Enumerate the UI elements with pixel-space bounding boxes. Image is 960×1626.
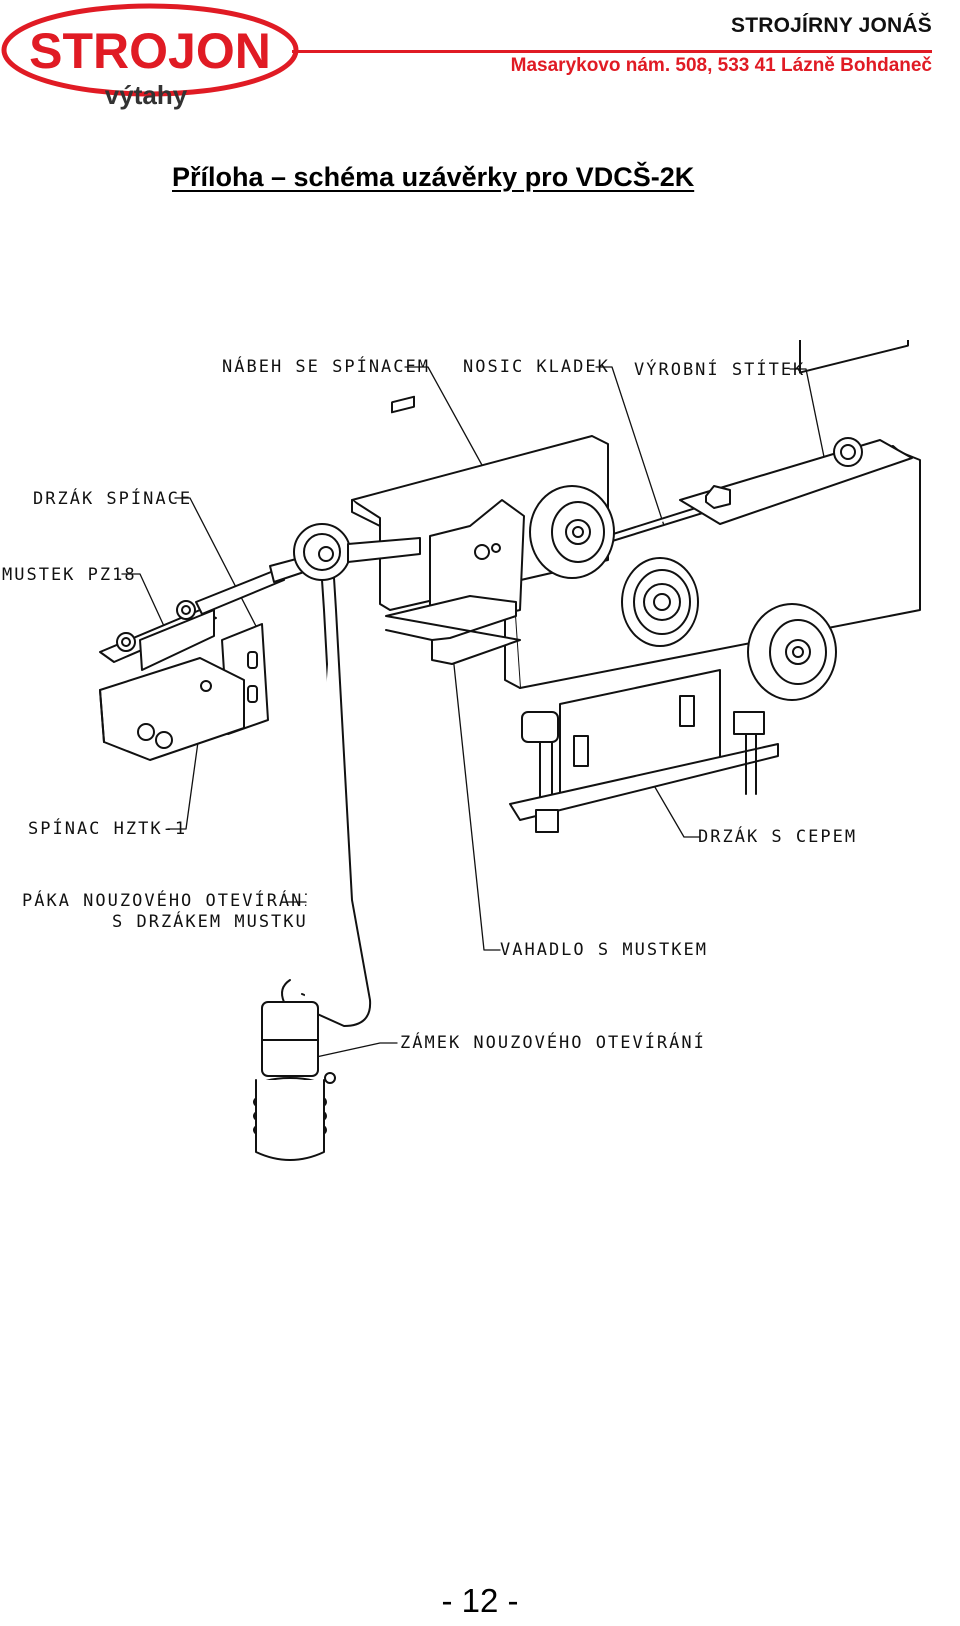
company-address: Masarykovo nám. 508, 533 41 Lázně Bohdan… bbox=[510, 55, 932, 76]
micro-switch-hztk bbox=[99, 657, 245, 761]
logo-subtext: výtahy bbox=[105, 80, 188, 110]
label-spinac-hztk: SPÍNAC HZTK-1 bbox=[28, 817, 187, 839]
emergency-lock bbox=[253, 979, 336, 1161]
company-name: STROJÍRNY JONÁŠ bbox=[731, 14, 932, 37]
label-paka-line-1: PÁKA NOUZOVÉHO OTEVÍRÁNÍ bbox=[22, 889, 316, 911]
label-nabeh-se-spinacem: NÁBEH SE SPÍNACEM bbox=[222, 355, 430, 377]
upper-bracket bbox=[679, 437, 913, 525]
page-header: STROJON výtahy STROJÍRNY JONÁŠ Masarykov… bbox=[0, 0, 960, 120]
roller-top bbox=[529, 485, 615, 579]
swing-arm bbox=[385, 595, 521, 665]
bridge-pz18 bbox=[99, 600, 217, 671]
nameplate-outline bbox=[799, 340, 909, 374]
label-zamek-nouzoveho: ZÁMEK NOUZOVÉHO OTEVÍRÁNÍ bbox=[400, 1031, 706, 1053]
label-mustek-pz18: MUSTEK PZ18 bbox=[2, 565, 137, 585]
label-drzak-spinace: DRZÁK SPÍNACE bbox=[33, 487, 192, 509]
header-rule bbox=[292, 50, 932, 53]
roller-middle bbox=[621, 557, 699, 647]
strojon-logo: STROJON výtahy bbox=[1, 3, 299, 110]
page-number: - 12 - bbox=[441, 1582, 519, 1619]
logo-text: STROJON bbox=[29, 23, 271, 79]
lock-schematic-drawing: NÁBEH SE SPÍNACEM NOSIC KLADEK VÝROBNÍ S… bbox=[2, 340, 921, 1161]
label-drzak-s-cepem: DRZÁK S CEPEM bbox=[698, 825, 857, 847]
pin-holder bbox=[509, 669, 779, 833]
roller-bottom bbox=[747, 603, 837, 701]
emergency-lever bbox=[293, 523, 421, 1027]
label-vyrobni-stitek: VÝROBNÍ STÍTEK bbox=[634, 358, 805, 380]
label-paka-line-2: S DRZÁKEM MUSTKU bbox=[112, 910, 308, 932]
label-vahadlo-s-mustkem: VAHADLO S MUSTKEM bbox=[500, 940, 708, 960]
page-title: Příloha – schéma uzávěrky pro VDCŠ-2K bbox=[172, 162, 695, 192]
switch-lever bbox=[195, 557, 305, 615]
label-nosic-kladek: NOSIC KLADEK bbox=[463, 357, 610, 377]
